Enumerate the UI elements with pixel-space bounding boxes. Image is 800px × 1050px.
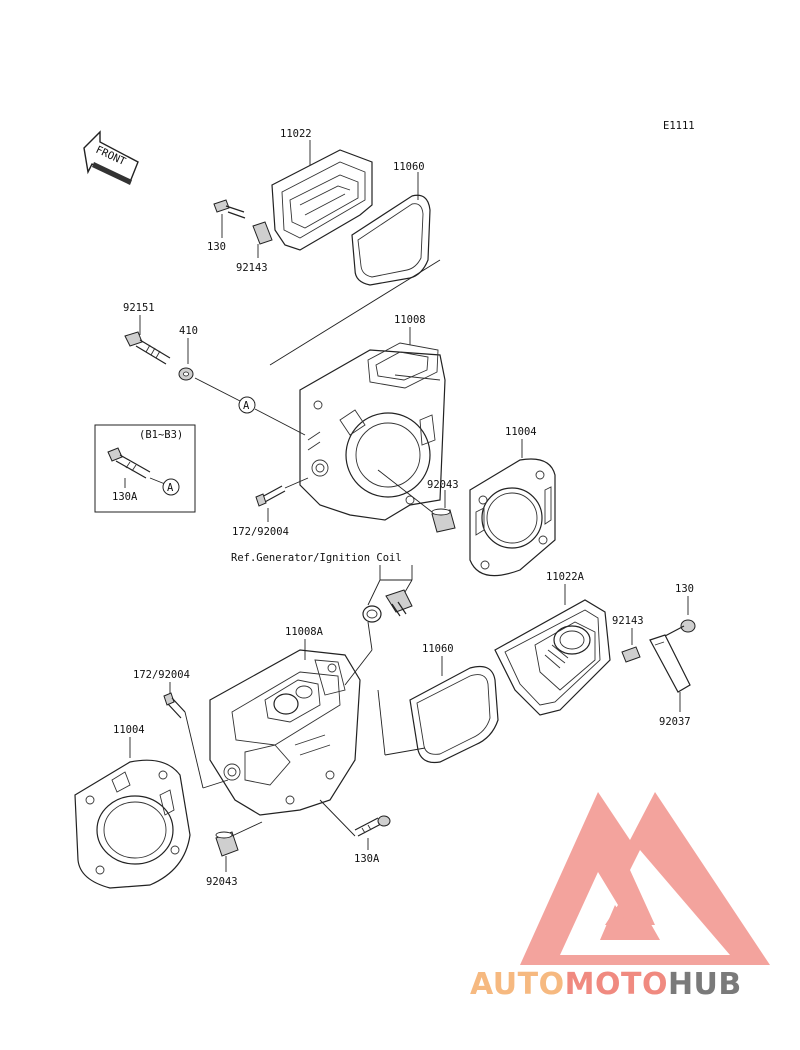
- label-92043-bottom: 92043: [206, 876, 238, 888]
- label-11008: 11008: [394, 314, 426, 326]
- leader-gasket-mid-2: [384, 747, 426, 756]
- label-130-top: 130: [207, 241, 226, 253]
- label-92143-top: 92143: [236, 262, 268, 274]
- leader-dowel-bottom-head: [231, 821, 263, 837]
- leader-A-head: [254, 408, 306, 436]
- label-11022: 11022: [280, 128, 312, 140]
- label-11004-right: 11004: [505, 426, 537, 438]
- label-130A-box: 130A: [112, 491, 138, 503]
- head-gasket-right: [469, 458, 556, 577]
- callout-A-box-letter: A: [167, 482, 174, 494]
- stud-172-bottom: [163, 692, 186, 719]
- leader-gasket-align: [269, 259, 441, 366]
- ref-note: Ref.Generator/Ignition Coil: [231, 552, 402, 564]
- bolt-130A-box: [107, 447, 151, 479]
- logo-inner-cut: [560, 850, 730, 955]
- bolt-130-right: [664, 619, 696, 637]
- logo-inner-peak: [600, 905, 660, 940]
- label-130A-bottom: 130A: [354, 853, 380, 865]
- leader-stud-head: [284, 477, 309, 489]
- label-130-right: 130: [675, 583, 694, 595]
- cylinder-head-top: [299, 342, 446, 521]
- label-11004-left: 11004: [113, 724, 145, 736]
- leader-stud-bottom: [184, 711, 204, 789]
- leader-ref-sensor: [404, 579, 413, 593]
- sensor-part: [362, 589, 413, 623]
- variant-note: (B1~B3): [139, 429, 183, 441]
- watermark-logo: [520, 792, 770, 965]
- cylinder-head-cover-top: [271, 149, 373, 251]
- label-11008A: 11008A: [285, 626, 324, 638]
- bracket-92037: [649, 634, 691, 693]
- label-172-top: 172/92004: [232, 526, 289, 538]
- head-cover-gasket-mid: [409, 665, 499, 764]
- bolt-130-top: [213, 199, 246, 219]
- label-172-bottom: 172/92004: [133, 669, 190, 681]
- washer-410: [178, 367, 194, 381]
- head-gasket-left: [74, 759, 191, 889]
- label-11060-top: 11060: [393, 161, 425, 173]
- label-92037: 92037: [659, 716, 691, 728]
- diagram-code: E1111: [663, 120, 695, 132]
- label-410: 410: [179, 325, 198, 337]
- variant-box: [94, 424, 196, 513]
- leader-410-A: [194, 377, 243, 403]
- front-arrow-icon: [83, 130, 139, 185]
- label-92151: 92151: [123, 302, 155, 314]
- callout-A-top: [238, 396, 256, 414]
- collar-92143-right: [621, 646, 641, 663]
- leader-ref-oring: [367, 579, 381, 606]
- leader-stud-bottom-2: [202, 779, 229, 789]
- stud-92151: [124, 331, 171, 365]
- callout-A-box: [162, 478, 180, 496]
- cylinder-head-cover-right: [494, 599, 611, 716]
- dowel-92043-bottom: [215, 831, 239, 857]
- bolt-130A-bottom: [354, 815, 391, 837]
- callout-A-top-letter: A: [243, 400, 250, 412]
- watermark-text: AUTOMOTOHUB: [470, 967, 742, 1002]
- leader-gasket-mid-1: [377, 689, 386, 756]
- leader-sensor-head-2: [367, 621, 373, 651]
- leader-dowel-head: [377, 469, 433, 513]
- stud-172-top: [255, 485, 286, 507]
- label-11022A: 11022A: [546, 571, 585, 583]
- leader-130A-box: [149, 477, 166, 485]
- label-11060-mid: 11060: [422, 643, 454, 655]
- label-92043-mid: 92043: [427, 479, 459, 491]
- head-cover-gasket-top: [351, 194, 431, 286]
- collar-92143-top: [252, 221, 273, 245]
- cylinder-head-bottom: [209, 649, 361, 816]
- leader-sensor-head: [344, 649, 373, 686]
- dowel-92043-mid: [431, 508, 456, 533]
- label-92143-right: 92143: [612, 615, 644, 627]
- leader-bolt-bottom-head: [319, 799, 356, 837]
